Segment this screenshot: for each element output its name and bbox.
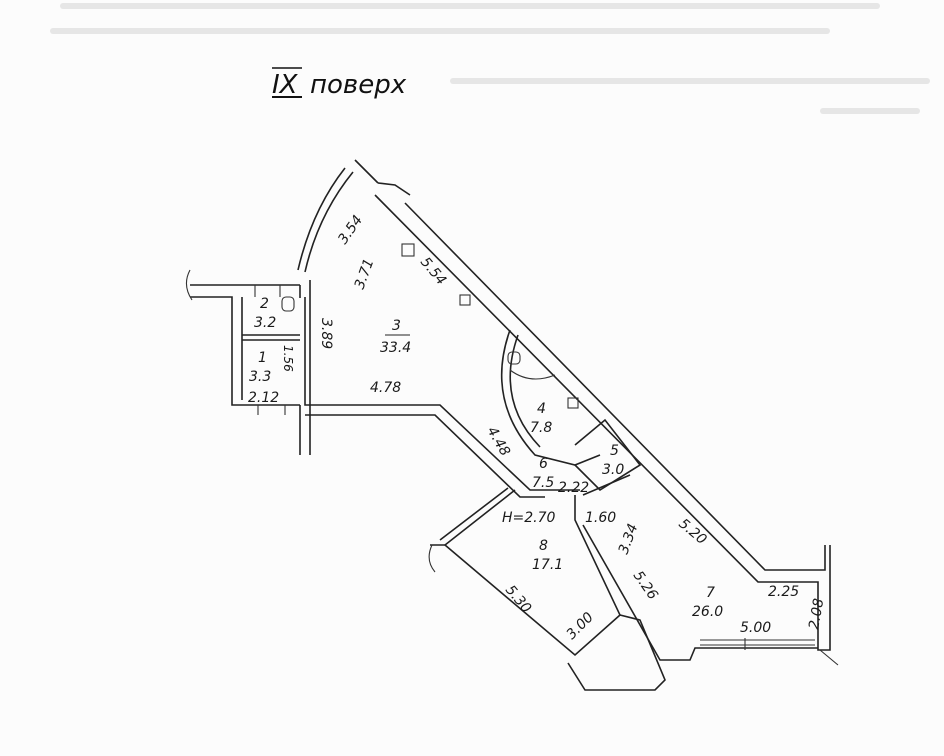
ceiling-height: H=2.70 [502,510,556,526]
room-number: 7 [706,585,715,601]
floor-title: IX поверх [272,67,407,100]
room-number: 1 [258,350,267,366]
dimension: 4.48 [484,424,513,459]
room-area: 7.8 [530,420,552,436]
dimension: 3.89 [318,318,334,349]
faded-text-line [60,3,880,9]
room-area: 7.5 [532,475,554,491]
room-area: 3.2 [254,315,276,331]
toilet-icon [507,351,521,365]
dimension: 1.56 [281,345,295,372]
room-number: 6 [539,456,548,472]
floor-numeral: IX [272,70,299,100]
dimension: 2.25 [768,584,799,600]
walls [185,159,839,691]
dimension: 5.54 [417,254,449,288]
faded-text-line [50,28,830,34]
room-number: 8 [539,538,548,554]
room-number: 5 [610,443,619,459]
dimension: 2.08 [806,597,827,631]
dimension: 1.60 [585,510,616,526]
dimension: 3.34 [616,522,642,557]
sink-icon [401,243,415,257]
dimension: 3.00 [564,609,597,642]
floor-word: поверх [310,70,407,100]
room-area: 17.1 [532,557,563,573]
faded-text-line [450,78,930,84]
room-labels: 2 3.2 1 3.3 3 33.4 4 7.8 5 3.0 6 7.5 7 2… [249,296,723,620]
dimension: 5.30 [502,582,534,616]
room-number: 3 [392,318,401,334]
sink-icon [567,397,579,409]
fixtures [281,243,579,409]
room-area: 3.0 [602,462,624,478]
room-number: 2 [260,296,269,312]
faded-text-line [820,108,920,114]
dimension: 2.12 [248,390,279,406]
dimension: 3.54 [335,213,366,248]
dimension: 5.20 [675,516,709,548]
room-area: 3.3 [249,369,271,385]
dimension: 4.78 [370,380,401,396]
dimension: 3.71 [352,257,378,292]
room-area: 26.0 [692,604,723,620]
dimension: 5.26 [630,568,661,603]
room-number: 4 [537,401,546,417]
dimension: 5.00 [740,620,771,636]
toilet-icon [281,296,295,312]
bath-arc [509,369,556,380]
room-area: 33.4 [380,340,411,356]
dimension: 2.22 [558,480,589,496]
stove-icon [459,294,471,306]
